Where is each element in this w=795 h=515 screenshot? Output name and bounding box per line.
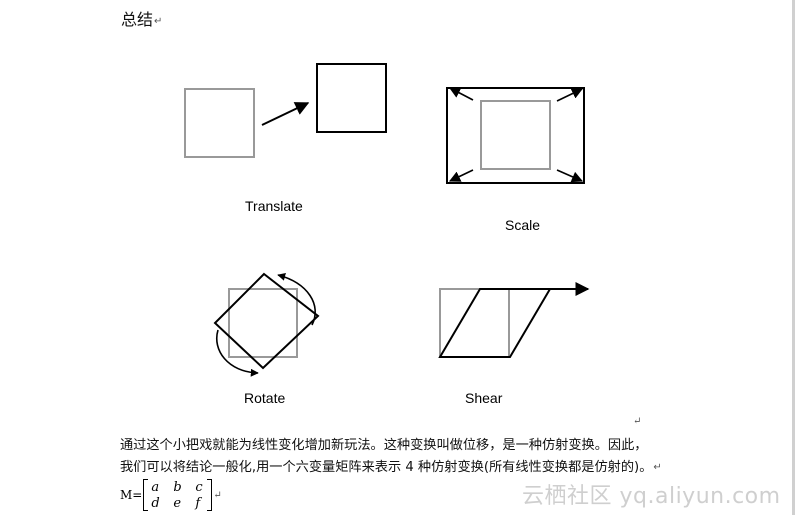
matrix-cell: a	[151, 479, 160, 495]
matrix-cell: b	[173, 479, 182, 495]
matrix-cells: a b c d e f	[148, 479, 207, 511]
paragraph-mark-icon: ↵	[633, 416, 642, 427]
matrix-left-bracket	[143, 479, 149, 511]
rotate-arrow-top	[277, 272, 316, 326]
scale-arrow-top-left	[449, 87, 474, 101]
body-line-1: 通过这个小把戏就能为线性变化增加新玩法。这种变换叫做位移，是一种仿射变换。因此，	[120, 438, 648, 453]
scale-label: Scale	[505, 217, 541, 233]
paragraph-mark-icon: ↵	[154, 16, 163, 27]
matrix-label: M=	[120, 488, 143, 502]
shear-label: Shear	[465, 390, 503, 406]
body-line-2: 我们可以将结论一般化,用一个六变量矩阵来表示 4 种仿射变换(所有线性变换都是仿…	[120, 456, 662, 475]
translate-moved-square	[316, 63, 387, 133]
matrix-cell: d	[151, 495, 160, 511]
matrix-cell: c	[195, 479, 203, 495]
scale-original-square	[480, 100, 551, 170]
rotate-diagram	[213, 272, 320, 377]
body-line-2-text: 我们可以将结论一般化,用一个六变量矩阵来表示 4 种仿射变换(所有线性变换都是仿…	[120, 460, 653, 475]
scale-diagram	[446, 87, 585, 184]
matrix-cell: f	[195, 495, 201, 511]
rotate-rotated-square	[213, 272, 320, 370]
rotate-label: Rotate	[244, 390, 286, 406]
matrix-right-bracket	[207, 479, 213, 511]
scale-arrow-bottom-left	[448, 169, 474, 182]
translate-diagram	[184, 63, 387, 158]
scale-enlarged-square	[446, 87, 585, 184]
rotate-original-square	[228, 288, 298, 358]
paragraph-mark-icon: ↵	[653, 462, 662, 473]
affine-matrix: M= a b c d e f ↵	[120, 478, 222, 512]
translate-label: Translate	[245, 198, 303, 214]
section-heading: 总结↵	[121, 6, 162, 30]
shear-diagram	[438, 282, 590, 358]
watermark: 云栖社区 yq.aliyun.com	[522, 484, 781, 509]
page-right-edge	[792, 0, 795, 515]
translate-original-square	[184, 88, 255, 158]
scale-arrow-top-right	[556, 88, 584, 102]
scale-arrow-bottom-right	[556, 169, 584, 183]
translate-arrow	[261, 102, 310, 126]
shear-sheared-parallelogram	[438, 288, 552, 358]
heading-text: 总结	[121, 10, 154, 29]
rotate-arrow-bottom	[216, 329, 259, 377]
matrix-cell: e	[173, 495, 182, 511]
paragraph-mark-icon: ↵	[213, 489, 222, 501]
